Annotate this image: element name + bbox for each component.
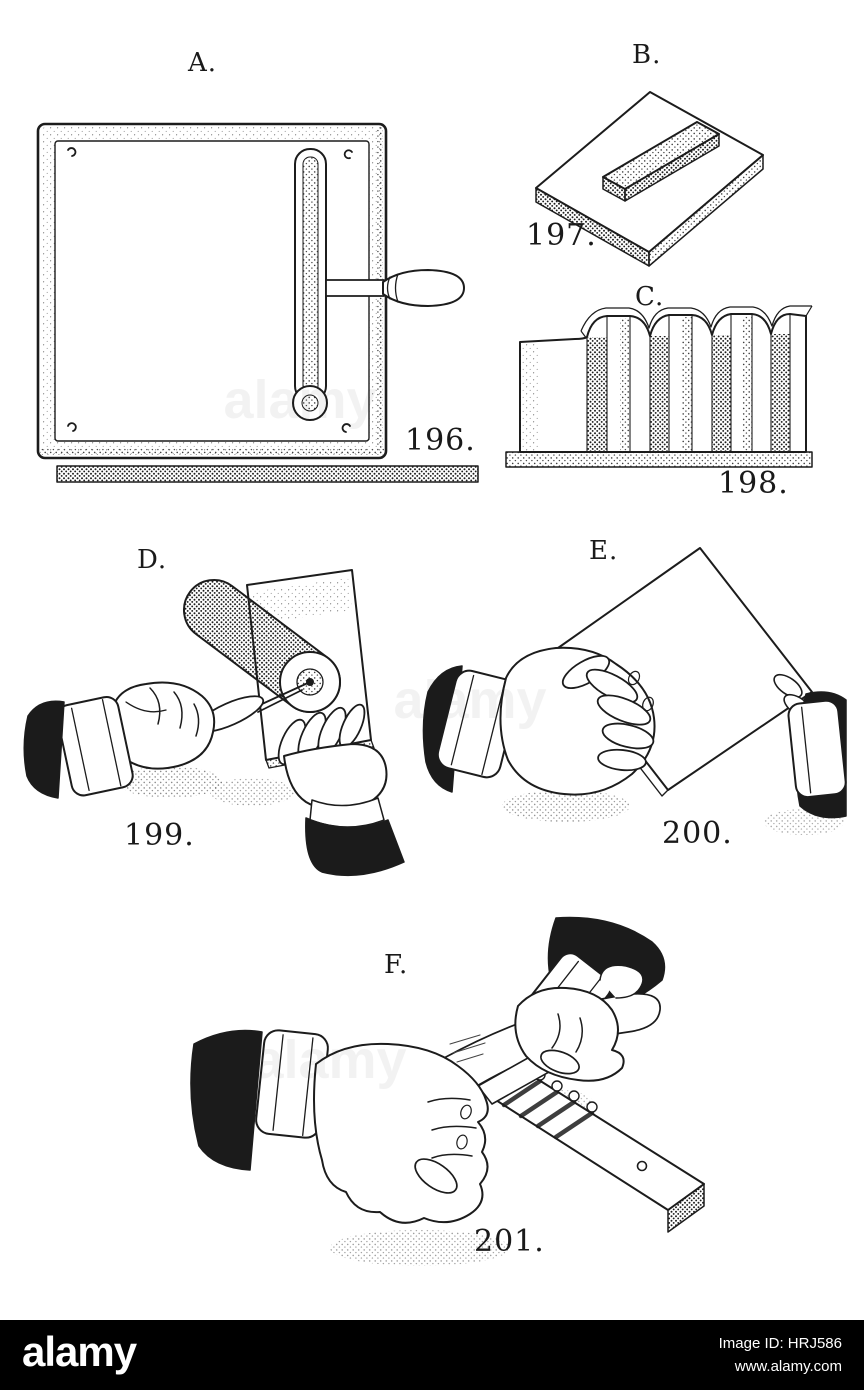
figure-b-number: 197. xyxy=(526,218,597,253)
figure-c-number: 198. xyxy=(718,466,789,501)
alamy-watermark-bar: alamy Image ID: HRJ586 www.alamy.com xyxy=(0,1320,864,1390)
fig-e-hands-holding-plate xyxy=(422,547,847,835)
figure-f-letter: F. xyxy=(384,950,409,980)
figure-f-number: 201. xyxy=(474,1224,545,1259)
figure-b-letter: B. xyxy=(632,40,662,70)
fig-b-block-with-handle xyxy=(535,91,764,267)
figures-illustration-svg xyxy=(23,91,847,1266)
image-id: Image ID: HRJ586 xyxy=(718,1334,842,1352)
figure-d-letter: D. xyxy=(137,545,168,575)
image-meta: Image ID: HRJ586 www.alamy.com xyxy=(719,1332,842,1379)
figure-d-number: 199. xyxy=(124,818,195,853)
fig-c-corrugated-block xyxy=(505,305,813,468)
fig-a-plate-with-handle xyxy=(36,122,479,483)
figure-c-letter: C. xyxy=(635,282,665,312)
figure-a-number: 196. xyxy=(405,423,476,458)
alamy-logo: alamy xyxy=(22,1328,137,1375)
alamy-url: www.alamy.com xyxy=(734,1358,842,1375)
fig-f-hands-with-folder xyxy=(190,916,705,1266)
figure-e-number: 200. xyxy=(662,816,733,851)
engraving-artwork: alamy alamy alamy A. B. C. D. E. F. 196.… xyxy=(23,40,847,1266)
figure-e-letter: E. xyxy=(589,536,619,566)
figure-a-letter: A. xyxy=(188,48,218,78)
fig-d-hands-with-roller xyxy=(23,569,405,877)
